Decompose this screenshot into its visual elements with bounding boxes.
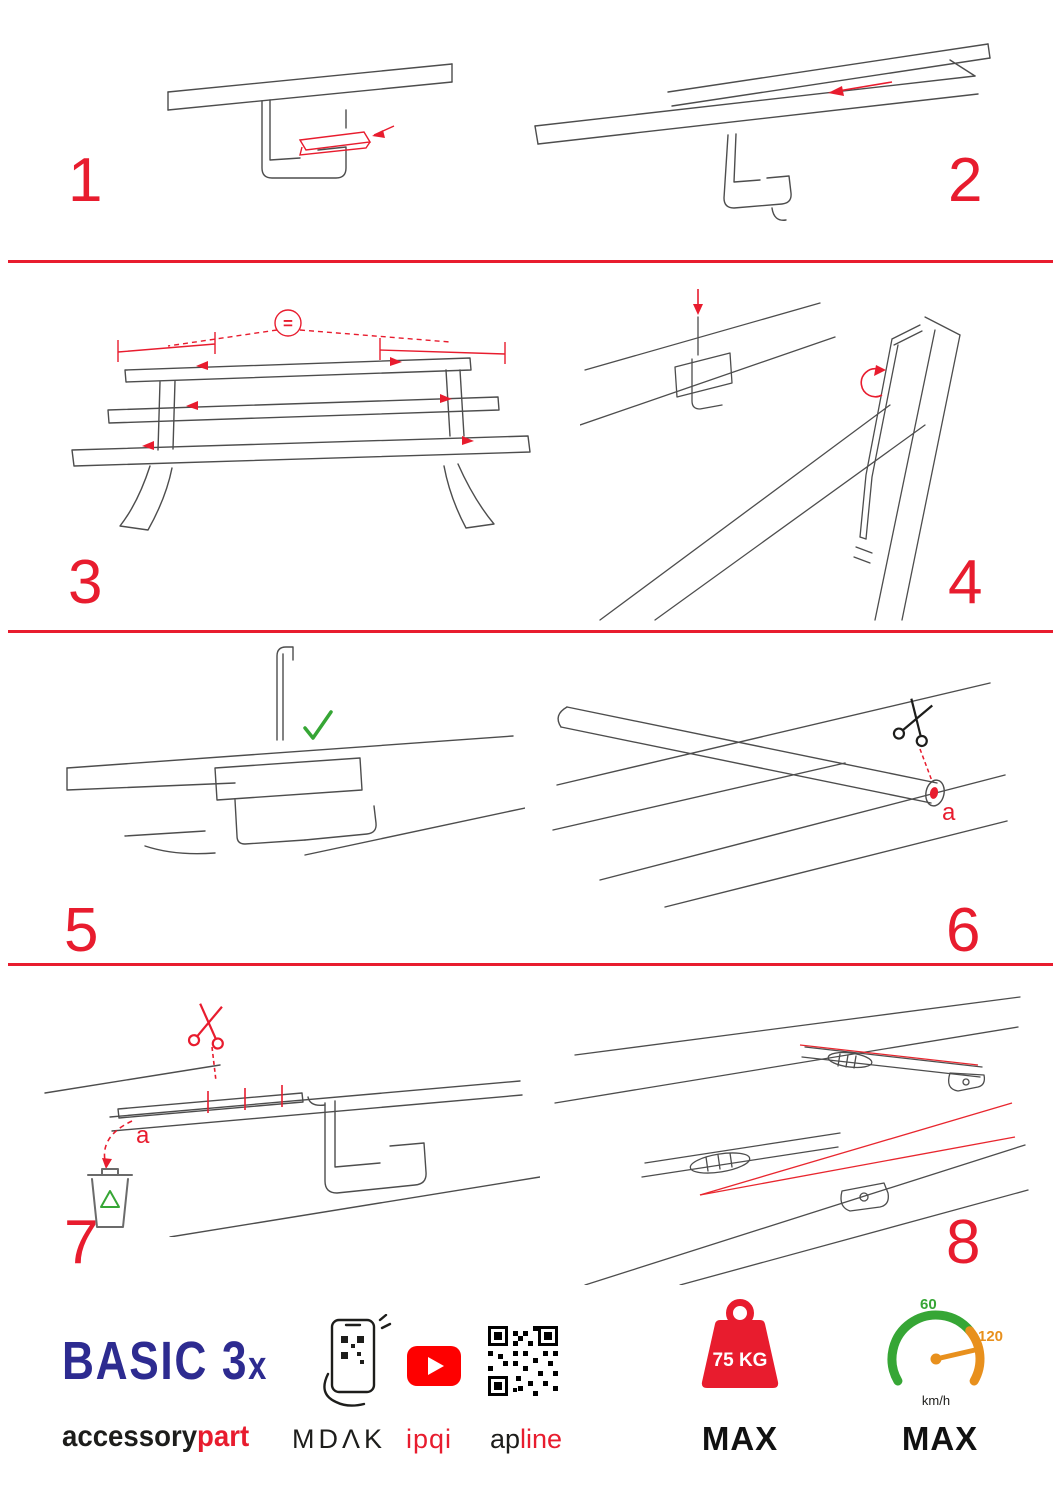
speed-max-value: 120: [978, 1328, 1003, 1345]
weight-max-label: MAX: [701, 1420, 779, 1457]
pad-insert-highlight: [298, 125, 395, 156]
step-6-illustration: a: [552, 682, 1008, 908]
logo-ipqi: ipqi: [406, 1424, 453, 1454]
product-name: BASIC 3x: [62, 1331, 267, 1391]
scissors-icon: [892, 698, 933, 748]
alignment-lines: [699, 1044, 1016, 1196]
trash-icon: [87, 1168, 133, 1228]
youtube-icon: [407, 1346, 461, 1386]
step-4-number: 4: [948, 548, 983, 617]
step-2-number: 2: [948, 146, 983, 215]
step-5-illustration: [66, 646, 525, 856]
phone-qr-icon: [323, 1314, 392, 1407]
section-divider: [8, 963, 1053, 966]
logo-apline: apline: [490, 1424, 563, 1454]
step-1-number: 1: [68, 146, 103, 215]
cut-label-a: a: [942, 799, 956, 826]
step-2-illustration: [534, 43, 991, 221]
section-divider: [8, 260, 1053, 263]
step-3-illustration: =: [71, 309, 531, 531]
speed-min-label: 60: [920, 1296, 937, 1313]
speedometer-icon: 60 120 km/h: [887, 1296, 1003, 1408]
discard-arrow: [102, 1158, 112, 1169]
rubber-end-highlight: [929, 787, 939, 799]
speed-unit-label: km/h: [922, 1393, 950, 1408]
scissors-icon: [187, 1003, 224, 1050]
equal-spacing-label: =: [283, 314, 293, 333]
brand-accessorypart: accessorypart: [62, 1420, 250, 1453]
qr-code-icon: [488, 1326, 558, 1396]
weight-limit-value: 75 KG: [713, 1350, 768, 1371]
step-3-number: 3: [68, 548, 103, 617]
weight-limit-icon: 75 KG: [701, 1299, 779, 1388]
slide-arrow: [828, 86, 844, 96]
cut-label-a: a: [136, 1122, 150, 1149]
check-icon: [303, 710, 333, 740]
equal-spacing-badge: [117, 309, 506, 364]
step-7-number: 7: [64, 1208, 99, 1277]
recycle-icon: [100, 1190, 120, 1208]
step-8-number: 8: [946, 1208, 981, 1277]
step-1-illustration: [167, 63, 453, 179]
logo-mdak: MDΛK: [292, 1424, 387, 1454]
cut-marks: [103, 1046, 283, 1166]
insert-arrow: [372, 130, 385, 138]
step-7-illustration: a: [44, 1003, 540, 1237]
step-8-illustration: [554, 996, 1029, 1285]
cut-guide-line: [919, 748, 933, 782]
step-4-illustration: [580, 289, 961, 621]
section-divider: [8, 630, 1053, 633]
rotate-arrow: [693, 304, 886, 376]
step-5-number: 5: [64, 896, 99, 965]
step-6-number: 6: [946, 896, 981, 965]
adjust-arrows: [142, 357, 474, 450]
speed-max-label: MAX: [901, 1420, 979, 1457]
